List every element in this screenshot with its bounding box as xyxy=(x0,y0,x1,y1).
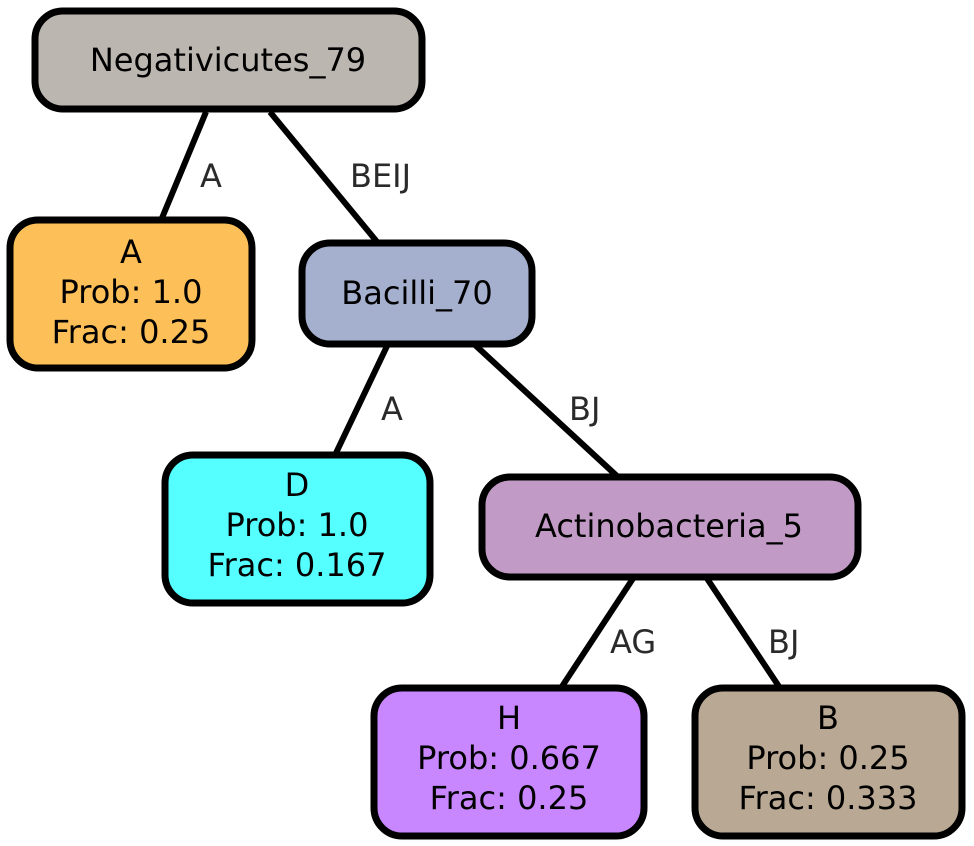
node-prob: Prob: 0.25 xyxy=(746,739,909,777)
node-frac: Frac: 0.25 xyxy=(52,313,211,351)
edge-actinobacteria-to-b: BJ xyxy=(703,575,799,690)
edge-negativicutes-to-a: A xyxy=(159,110,222,220)
node-label: D xyxy=(285,466,310,504)
node-box xyxy=(161,451,434,607)
edge-label: BJ xyxy=(569,390,600,428)
edge-label: A xyxy=(200,157,222,195)
edge-actinobacteria-to-h: AG xyxy=(558,575,656,690)
node-leaf-h: H Prob: 0.667 Frac: 0.25 xyxy=(370,684,648,840)
node-leaf-b: B Prob: 0.25 Frac: 0.333 xyxy=(691,684,966,840)
node-label: B xyxy=(817,699,839,737)
edge-label: A xyxy=(381,390,403,428)
edge-negativicutes-to-bacilli: BEIJ xyxy=(267,110,411,245)
node-label: Actinobacteria_5 xyxy=(535,507,803,545)
node-frac: Frac: 0.333 xyxy=(739,779,918,817)
node-box xyxy=(6,216,256,372)
node-bacilli: Bacilli_70 xyxy=(298,239,536,348)
node-box xyxy=(478,473,862,581)
node-prob: Prob: 1.0 xyxy=(60,273,203,311)
node-frac: Frac: 0.167 xyxy=(208,546,387,584)
node-label: H xyxy=(497,699,521,737)
node-box xyxy=(691,684,966,840)
edge-label: BJ xyxy=(768,623,799,661)
node-label: Bacilli_70 xyxy=(341,274,492,312)
node-box xyxy=(370,684,648,840)
node-label: A xyxy=(120,233,142,271)
node-box xyxy=(298,239,536,348)
node-negativicutes: Negativicutes_79 xyxy=(31,7,426,113)
edge-bacilli-to-d: A xyxy=(333,342,403,455)
edge-label: AG xyxy=(610,623,656,661)
node-frac: Frac: 0.25 xyxy=(430,779,589,817)
node-leaf-a: A Prob: 1.0 Frac: 0.25 xyxy=(6,216,256,372)
node-actinobacteria: Actinobacteria_5 xyxy=(478,473,862,581)
node-label: Negativicutes_79 xyxy=(90,41,366,79)
edge-label: BEIJ xyxy=(350,157,411,195)
node-prob: Prob: 1.0 xyxy=(226,506,369,544)
node-prob: Prob: 0.667 xyxy=(417,739,601,777)
edge-bacilli-to-actinobacteria: BJ xyxy=(471,341,621,480)
node-box xyxy=(31,7,426,113)
node-leaf-d: D Prob: 1.0 Frac: 0.167 xyxy=(161,451,434,607)
